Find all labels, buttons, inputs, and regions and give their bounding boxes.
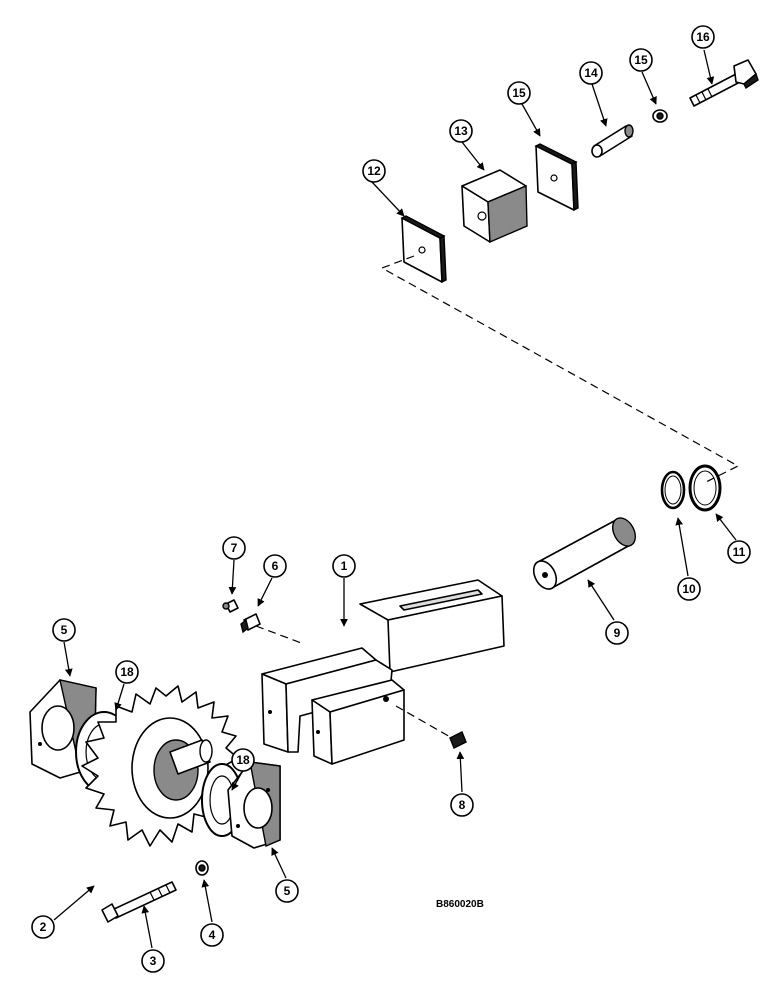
leader-lines (53, 49, 737, 949)
callout-4: 4 (200, 923, 224, 947)
callout-13: 13 (449, 119, 473, 143)
svg-text:10: 10 (682, 582, 696, 596)
svg-text:4: 4 (209, 928, 216, 942)
svg-text:7: 7 (231, 541, 238, 555)
figure-code: B860020B (436, 899, 484, 910)
svg-text:9: 9 (614, 626, 621, 640)
svg-text:16: 16 (696, 30, 710, 44)
bolt-16 (689, 59, 759, 107)
svg-text:2: 2 (40, 920, 47, 934)
svg-text:3: 3 (150, 954, 157, 968)
set-screw-line (395, 705, 453, 739)
bolt-3 (101, 881, 177, 923)
svg-text:15: 15 (634, 53, 648, 67)
svg-text:5: 5 (284, 884, 291, 898)
callout-1: 1 (332, 554, 356, 578)
fitting-7 (222, 599, 239, 613)
callout-6: 6 (263, 554, 287, 578)
callout-16: 16 (691, 25, 715, 49)
callout-12: 12 (362, 159, 386, 183)
svg-text:14: 14 (584, 66, 598, 80)
sprocket-2 (81, 685, 239, 847)
callout-14: 14 (579, 61, 603, 85)
callout-18-right: 18 (231, 748, 255, 772)
callout-10: 10 (677, 577, 701, 601)
svg-text:8: 8 (459, 798, 466, 812)
shaft-9 (532, 517, 636, 590)
yoke-1 (261, 579, 505, 765)
svg-text:11: 11 (733, 545, 746, 559)
ring-11 (688, 464, 722, 512)
fitting-line (255, 625, 305, 645)
callout-9: 9 (605, 621, 629, 645)
pin-14 (591, 124, 634, 158)
callout-8: 8 (450, 793, 474, 817)
svg-text:12: 12 (367, 164, 381, 178)
svg-text:13: 13 (454, 124, 468, 138)
block-13 (461, 169, 528, 244)
callout-5-right: 5 (275, 879, 299, 903)
callout-18-left: 18 (115, 660, 139, 684)
svg-text:6: 6 (272, 559, 279, 573)
callout-7: 7 (222, 536, 246, 560)
ring-10 (660, 470, 686, 510)
callout-17: 15 (629, 48, 653, 72)
callout-3: 3 (141, 949, 165, 973)
svg-text:1: 1 (341, 559, 348, 573)
plate-15 (534, 143, 579, 212)
housing-5-right (227, 761, 281, 849)
plate-12 (400, 215, 447, 284)
svg-text:18: 18 (236, 753, 250, 767)
callout-5-left: 5 (52, 618, 76, 642)
callout-11: 11 (727, 540, 751, 564)
nut-17 (652, 109, 668, 123)
fitting-6 (240, 613, 261, 634)
set-screw-8 (449, 731, 467, 749)
callout-2: 2 (31, 915, 55, 939)
svg-text:5: 5 (61, 623, 68, 637)
svg-text:15: 15 (512, 86, 526, 100)
nut-4 (195, 860, 209, 876)
svg-text:18: 18 (120, 665, 134, 679)
assembly-line (380, 255, 740, 483)
callout-15: 15 (507, 81, 531, 105)
